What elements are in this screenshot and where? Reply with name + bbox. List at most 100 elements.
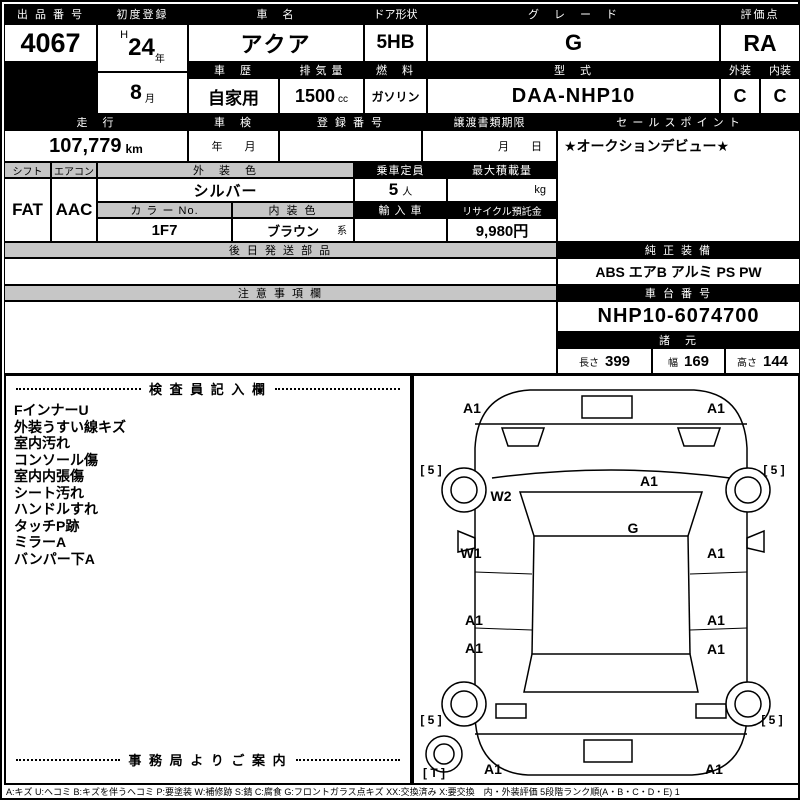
interior-color-header: 内 装 色: [232, 202, 354, 218]
spare-tire-label: [ T ]: [423, 766, 445, 780]
damage-label: W1: [460, 545, 482, 561]
displacement-unit: cc: [338, 94, 349, 105]
height-cell: 高さ 144: [725, 348, 800, 374]
score-header: 評価点: [720, 4, 800, 24]
door-value: 5HB: [364, 24, 427, 62]
caution-value: [4, 301, 557, 374]
history-value: 自家用: [188, 78, 279, 114]
office-row: 事 務 局 よ り ご 案 内: [6, 750, 410, 769]
filled-black-cell: [4, 62, 97, 114]
damage-label: A1: [707, 641, 725, 657]
caution-header: 注 意 事 項 欄: [4, 285, 557, 301]
mileage-unit: km: [125, 142, 143, 156]
inspector-note: 外装うすい線キズ: [14, 418, 126, 435]
capacity-header: 乗車定員: [354, 162, 447, 178]
width-cell: 幅 169: [652, 348, 725, 374]
inspector-notes: FインナーU 外装うすい線キズ 室内汚れ コンソール傷 室内内張傷 シート汚れ …: [6, 399, 410, 567]
fuel-header: 燃 料: [364, 62, 427, 78]
interior-color-value: ブラウン 系: [232, 218, 354, 242]
auction-no-value: 4067: [4, 24, 97, 62]
later-parts-value: [4, 258, 557, 285]
transfer-header: 譲渡書類期限: [422, 114, 557, 130]
tire-depth-label: [ 5 ]: [420, 713, 442, 727]
grade-header: グ レ ー ド: [427, 4, 720, 24]
chassis-header: 車 台 番 号: [557, 285, 800, 301]
recycle-value: 9,980円: [447, 218, 557, 242]
damage-label: G: [627, 520, 639, 536]
damage-label: A1: [705, 761, 723, 777]
exterior-color-header: 外 装 色: [97, 162, 354, 178]
aircon-header: エアコン: [51, 162, 97, 178]
grade-value: G: [427, 24, 720, 62]
interior-header: 内装: [760, 62, 800, 78]
inspector-note: バンパー下A: [14, 550, 95, 567]
inspector-note: ハンドルすれ: [14, 501, 98, 517]
first-reg-header: 初度登録: [97, 4, 188, 24]
office-title: 事 務 局 よ り ご 案 内: [128, 753, 288, 768]
maxload-value: kg: [447, 178, 557, 202]
height-label: 高さ: [736, 357, 757, 369]
color-no-header: カ ラ ー No.: [97, 202, 232, 218]
legend-text: A:キズ U:ヘコミ B:キズを伴うヘコミ P:要塗装 W:補修跡 S:錆 C:…: [6, 787, 680, 797]
interior-color-suffix: 系: [337, 226, 347, 237]
equipment-header: 純 正 装 備: [557, 242, 800, 258]
car-top-view-diagram: [425, 389, 771, 776]
shift-value: FAT: [4, 178, 51, 242]
import-header: 輸 入 車: [354, 202, 447, 218]
damage-label: A1: [465, 640, 483, 656]
damage-label: A1: [465, 612, 483, 628]
width-value: 169: [683, 352, 710, 370]
inspector-note: タッチP跡: [14, 517, 80, 534]
inspector-note: 室内内張傷: [14, 468, 84, 484]
damage-label: A1: [463, 400, 481, 416]
inspector-note: FインナーU: [14, 402, 89, 418]
width-label: 幅: [667, 357, 678, 369]
sales-point-value: ★オークションデビュー★: [557, 130, 800, 242]
door-header: ドア形状: [364, 4, 427, 24]
import-value: [354, 218, 447, 242]
mileage-header: 走 行: [4, 114, 188, 130]
month-suffix: 月: [144, 94, 155, 105]
year-suffix: 年: [154, 54, 165, 65]
inspector-panel: 検 査 員 記 入 欄 FインナーU 外装うすい線キズ 室内汚れ コンソール傷 …: [4, 374, 412, 785]
history-header: 車 歴: [188, 62, 279, 78]
tire-depth-label: [ 5 ]: [420, 463, 442, 477]
interior-color-name: ブラウン: [266, 223, 319, 239]
damage-label: A1: [484, 761, 502, 777]
damage-label: W2: [490, 488, 512, 504]
era-label: H: [120, 29, 129, 41]
exterior-header: 外装: [720, 62, 760, 78]
capacity-number: 5: [388, 180, 399, 199]
registration-number-value: [279, 130, 422, 162]
capacity-value: 5 人: [354, 178, 447, 202]
shaken-value: 年 月: [188, 130, 279, 162]
later-parts-header: 後 日 発 送 部 品: [4, 242, 557, 258]
transfer-value: 月 日: [422, 130, 557, 162]
tire-depth-label: [ 5 ]: [763, 463, 785, 477]
first-reg-year: 24: [128, 34, 155, 61]
registration-header: 登 録 番 号: [279, 114, 422, 130]
model-header: 型 式: [427, 62, 720, 78]
damage-label: A1: [707, 545, 725, 561]
dotted-line: [275, 387, 400, 390]
first-reg-month: 8: [130, 81, 142, 104]
maxload-header: 最大積載量: [447, 162, 557, 178]
displacement-header: 排 気 量: [279, 62, 364, 78]
score-value: RA: [720, 24, 800, 62]
tire-depth-label: [ 5 ]: [761, 713, 783, 727]
mileage-value: 107,779 km: [4, 130, 188, 162]
equipment-value: ABS エアB アルミ PS PW: [557, 258, 800, 285]
dotted-line: [16, 387, 141, 390]
inspector-note: 室内汚れ: [14, 435, 70, 451]
damage-label: A1: [707, 400, 725, 416]
capacity-unit: 人: [402, 187, 413, 198]
first-reg-value: H 24 年: [97, 24, 188, 72]
inspector-note: シート汚れ: [14, 484, 84, 501]
car-name-header: 車 名: [188, 4, 364, 24]
length-value: 399: [604, 352, 631, 370]
chassis-value: NHP10-6074700: [557, 301, 800, 332]
inspector-note: コンソール傷: [14, 451, 98, 468]
dimensions-header: 諸 元: [557, 332, 800, 348]
sales-point-header: セ ー ル ス ポ イ ン ト: [557, 114, 800, 130]
